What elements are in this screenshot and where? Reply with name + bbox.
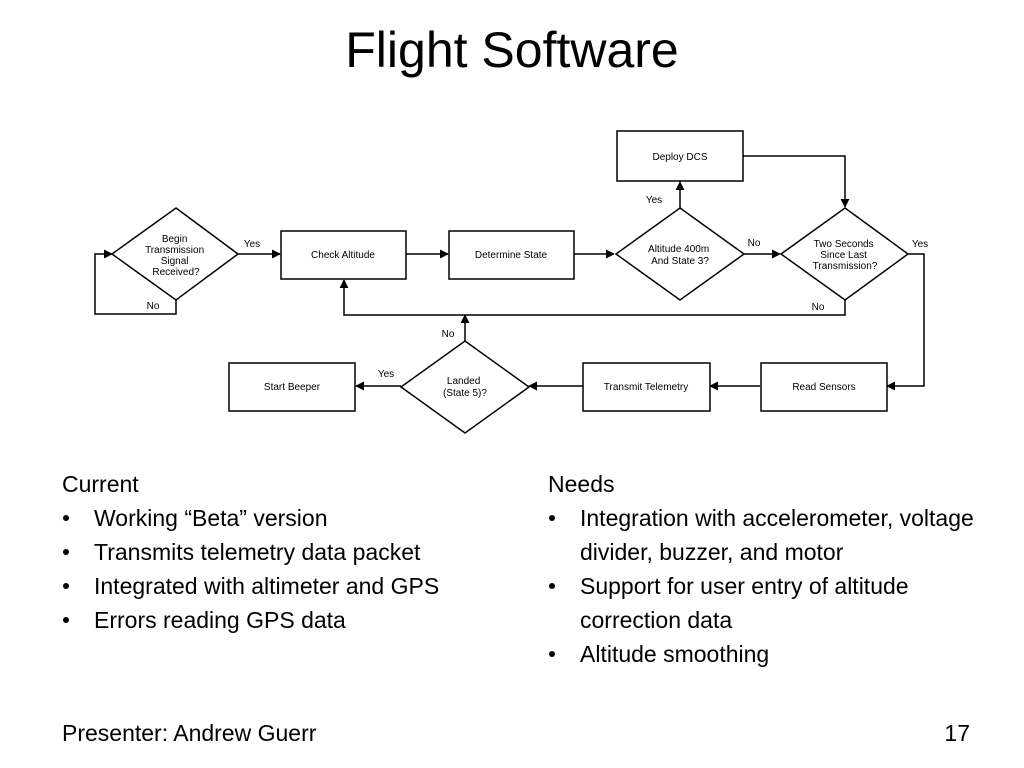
slide-title: Flight Software bbox=[345, 22, 679, 78]
determine-state-label: Determine State bbox=[475, 250, 548, 261]
begin-label: Begin Transmission Signal Received? bbox=[145, 234, 207, 278]
list-item: Integrated with altimeter and GPS bbox=[62, 569, 512, 603]
two-seconds-label: Two Seconds Since Last Transmission? bbox=[813, 239, 878, 272]
edge-label-begin-no: No bbox=[147, 301, 160, 312]
page-number: 17 bbox=[944, 720, 970, 746]
node-check-altitude-box bbox=[280, 230, 407, 280]
check-altitude-label: Check Altitude bbox=[311, 250, 375, 261]
edge-label-alt-no: No bbox=[748, 238, 761, 249]
list-item: Integration with accelerometer, voltage … bbox=[548, 501, 988, 569]
current-section: Current Working “Beta” version Transmits… bbox=[62, 467, 512, 637]
current-list: Working “Beta” version Transmits telemet… bbox=[62, 501, 512, 637]
landed-label: Landed (State 5)? bbox=[443, 376, 487, 399]
node-begin-diamond bbox=[110, 207, 240, 301]
edge-deploy-two bbox=[743, 155, 850, 208]
transmit-telemetry-label: Transmit Telemetry bbox=[604, 382, 688, 393]
edge-two-no bbox=[339, 279, 846, 316]
list-item: Altitude smoothing bbox=[548, 637, 988, 671]
needs-section: Needs Integration with accelerometer, vo… bbox=[548, 467, 988, 671]
edge-label-two-no: No bbox=[812, 302, 825, 313]
node-deploy-dcs-box bbox=[616, 130, 744, 182]
edge-label-landed-yes: Yes bbox=[378, 369, 394, 380]
edge-begin-no bbox=[94, 249, 177, 315]
edge-label-landed-no: No bbox=[442, 329, 455, 340]
node-read-sensors-box bbox=[760, 362, 888, 412]
node-determine-state-box bbox=[448, 230, 575, 280]
list-item: Transmits telemetry data packet bbox=[62, 535, 512, 569]
deploy-dcs-label: Deploy DCS bbox=[652, 152, 707, 163]
current-heading: Current bbox=[62, 471, 139, 497]
flowchart: Begin Transmission Signal Received? Chec… bbox=[94, 130, 928, 434]
edge-label-begin-yes: Yes bbox=[244, 239, 260, 250]
node-start-beeper-box bbox=[228, 362, 356, 412]
node-landed-diamond bbox=[399, 340, 531, 434]
node-transmit-telemetry-box bbox=[582, 362, 711, 412]
list-item: Support for user entry of altitude corre… bbox=[548, 569, 988, 637]
needs-list: Integration with accelerometer, voltage … bbox=[548, 501, 988, 671]
list-item: Working “Beta” version bbox=[62, 501, 512, 535]
needs-heading: Needs bbox=[548, 471, 615, 497]
read-sensors-label: Read Sensors bbox=[792, 382, 855, 393]
edge-label-alt-yes: Yes bbox=[646, 195, 662, 206]
presenter-label: Presenter: Andrew Guerr bbox=[62, 720, 317, 746]
node-two-seconds-diamond bbox=[779, 207, 910, 301]
edge-two-yes bbox=[886, 253, 925, 391]
start-beeper-label: Start Beeper bbox=[264, 382, 321, 393]
edge-label-two-yes: Yes bbox=[912, 239, 928, 250]
node-altitude-diamond bbox=[614, 207, 746, 301]
altitude-check-label: Altitude 400m And State 3? bbox=[648, 244, 712, 267]
list-item: Errors reading GPS data bbox=[62, 603, 512, 637]
